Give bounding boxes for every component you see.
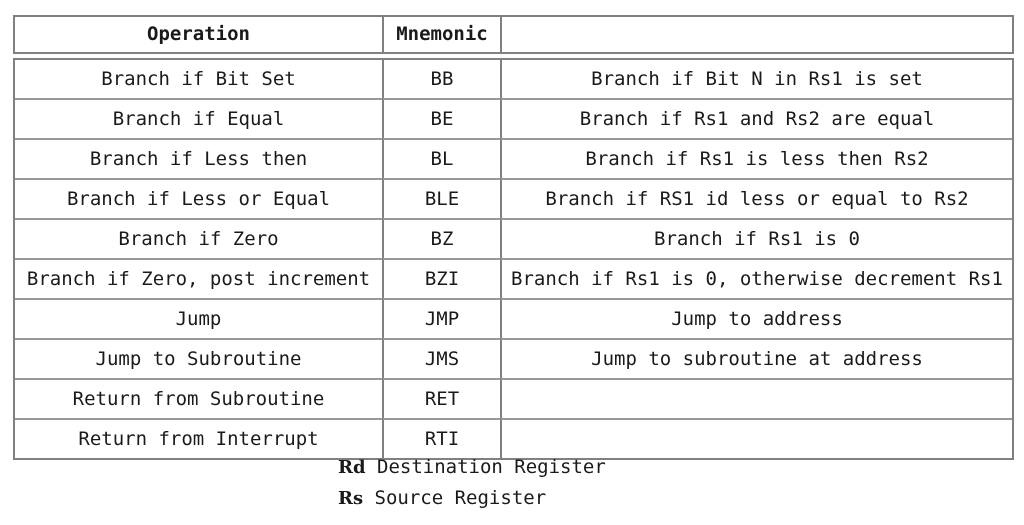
cell-mnemonic: JMS [382,338,500,378]
column-header-operation: Operation [147,23,250,46]
table-row: Branch if Bit Set BB Branch if Bit N in … [15,60,1012,98]
table-row: Branch if Equal BE Branch if Rs1 and Rs2… [15,98,1012,138]
cell-mnemonic: BE [382,98,500,138]
table-row: Return from Subroutine RET [15,378,1012,418]
cell-description: Branch if Rs1 is less then Rs2 [500,138,1012,178]
cell-mnemonic: BLE [382,178,500,218]
cell-mnemonic: JMP [382,298,500,338]
cell-mnemonic: BL [382,138,500,178]
cell-mnemonic: BZI [382,258,500,298]
cell-mnemonic: RET [382,378,500,418]
cell-operation: Branch if Equal [15,98,382,138]
column-header-mnemonic: Mnemonic [382,17,500,52]
table-row: Branch if Zero BZ Branch if Rs1 is 0 [15,218,1012,258]
cell-description: Jump to subroutine at address [500,338,1012,378]
cell-mnemonic: BB [382,60,500,98]
table-row: Jump JMP Jump to address [15,298,1012,338]
cell-description [500,418,1012,458]
legend-key-rs: Rs [338,488,364,509]
cell-operation: Branch if Zero, post increment [15,258,382,298]
legend-item-rs: Rs Source Register [338,483,606,514]
instruction-table-header: Operation Mnemonic [13,15,1014,54]
cell-mnemonic: RTI [382,418,500,458]
table-row: Branch if Less then BL Branch if Rs1 is … [15,138,1012,178]
cell-operation: Branch if Less then [15,138,382,178]
table-row: Branch if Less or Equal BLE Branch if RS… [15,178,1012,218]
cell-operation: Branch if Zero [15,218,382,258]
legend-description-rd: Destination Register [377,456,606,478]
column-header-description [500,17,1012,52]
legend-description-rs: Source Register [374,487,547,509]
cell-description: Branch if RS1 id less or equal to Rs2 [500,178,1012,218]
cell-operation: Branch if Bit Set [101,67,296,90]
table-row: Return from Interrupt RTI [15,418,1012,458]
cell-operation: Return from Interrupt [15,418,382,458]
cell-operation: Branch if Less or Equal [15,178,382,218]
cell-description: Branch if Rs1 and Rs2 are equal [500,98,1012,138]
legend-text-rd [366,456,377,478]
legend-text-rs [363,487,374,509]
instruction-table: Operation Mnemonic Branch if Bit Set BB … [13,15,1014,460]
table-row: Branch if Zero, post increment BZI Branc… [15,258,1012,298]
legend-item-rd: Rd Destination Register [338,452,606,483]
instruction-table-body: Branch if Bit Set BB Branch if Bit N in … [13,58,1014,460]
register-legend: Rd Destination Register Rs Source Regist… [338,452,606,514]
legend-key-rd: Rd [338,457,366,478]
cell-description: Branch if Bit N in Rs1 is set [500,60,1012,98]
cell-description: Branch if Rs1 is 0, otherwise decrement … [500,258,1012,298]
cell-description: Jump to address [500,298,1012,338]
cell-operation: Jump to Subroutine [15,338,382,378]
table-row: Jump to Subroutine JMS Jump to subroutin… [15,338,1012,378]
table-header-row: Operation Mnemonic [15,17,1012,52]
cell-operation: Jump [15,298,382,338]
cell-description [500,378,1012,418]
cell-operation: Return from Subroutine [15,378,382,418]
cell-description: Branch if Rs1 is 0 [500,218,1012,258]
cell-mnemonic: BZ [382,218,500,258]
